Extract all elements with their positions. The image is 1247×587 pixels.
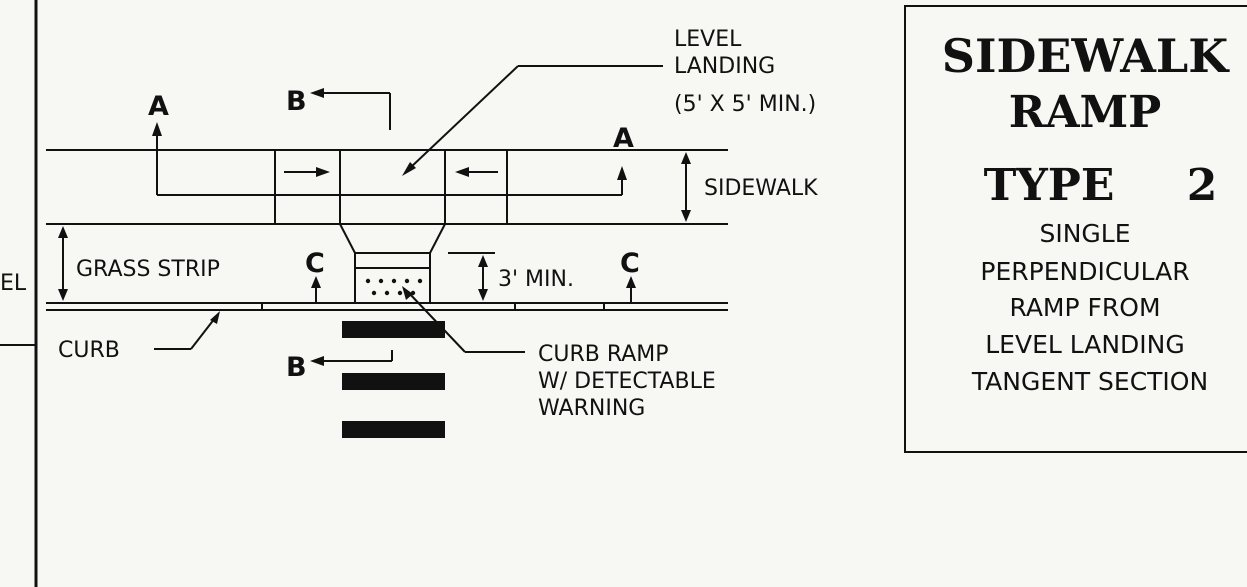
level-landing-label-2: LANDING [674, 54, 775, 79]
grass-strip-dim-arrow-bottom [58, 289, 68, 301]
sidewalk-dim-arrow-top [681, 152, 691, 164]
curb-label: CURB [58, 338, 120, 363]
ramp-side-left [339, 223, 356, 254]
section-b-top-label: B [286, 86, 307, 117]
title-desc-3: RAMP FROM [1009, 293, 1160, 322]
title-line-1: SIDEWALK [942, 29, 1230, 83]
curb-ramp-arrowhead [402, 286, 413, 300]
crosswalk-bar-1 [342, 321, 445, 338]
section-c-right-label: C [620, 248, 640, 279]
detectable-warning-dots [365, 278, 423, 296]
section-b-bottom-label: B [286, 352, 307, 383]
three-ft-arrow-bottom [478, 289, 488, 301]
grass-strip-dim-arrow-top [58, 226, 68, 238]
level-landing-arrowhead [402, 162, 416, 176]
title-desc-4: LEVEL LANDING [985, 330, 1185, 359]
curb-ramp-label-1: CURB RAMP [538, 342, 669, 367]
curb-ramp-leader [407, 291, 466, 353]
section-a-left-arrowhead [152, 122, 162, 136]
curb-ramp-label-3: WARNING [538, 396, 645, 421]
three-ft-min-label: 3' MIN. [498, 267, 574, 292]
section-a-right-label: A [613, 123, 634, 154]
three-ft-arrow-top [478, 255, 488, 267]
title-block-frame [904, 5, 1247, 453]
sidewalk-label: SIDEWALK [704, 176, 818, 201]
section-c-left-label: C [305, 248, 325, 279]
left-edge-fragment: EL [0, 271, 27, 296]
flare-left-arrowhead [316, 167, 330, 177]
section-a-right-arrowhead [617, 166, 627, 180]
sidewalk-dim-arrow-bottom [681, 210, 691, 222]
ramp-side-right [429, 223, 446, 254]
level-landing-leader [409, 65, 519, 169]
section-c-right-arrowhead [626, 276, 636, 288]
curb-ramp-label-2: W/ DETECTABLE [538, 369, 716, 394]
crosswalk-bar-3 [342, 421, 445, 438]
title-desc-5: TANGENT SECTION [971, 367, 1208, 396]
curb-arrowhead [210, 311, 220, 324]
title-type-number: 2 [1187, 160, 1218, 211]
section-c-left-arrowhead [311, 276, 321, 288]
grass-strip-label: GRASS STRIP [76, 257, 220, 282]
level-landing-label-1: LEVEL [674, 27, 742, 52]
section-b-top-arrowhead [310, 88, 324, 98]
level-landing-label-3: (5' X 5' MIN.) [674, 92, 816, 117]
title-line-2: RAMP [1009, 87, 1162, 138]
curb-leader [190, 317, 216, 350]
section-b-bottom-arrowhead [310, 356, 324, 366]
section-a-left-label: A [148, 91, 169, 122]
title-desc-1: SINGLE [1039, 219, 1130, 248]
flare-right-arrowhead [455, 167, 469, 177]
title-type-word: TYPE [984, 160, 1115, 211]
title-desc-2: PERPENDICULAR [980, 257, 1189, 286]
crosswalk-bar-2 [342, 373, 445, 390]
